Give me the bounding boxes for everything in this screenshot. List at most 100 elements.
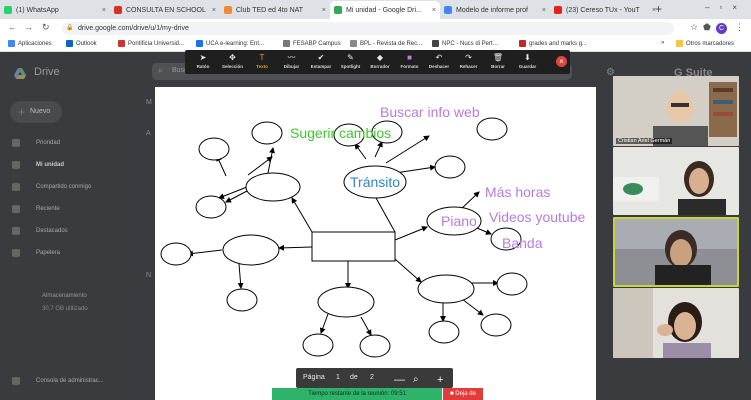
profile-avatar[interactable]: C: [716, 23, 727, 34]
browser-tab-strip: (1) WhatsApp×CONSULTA EN SCHOOL×Club TED…: [0, 0, 751, 19]
star-icon[interactable]: ☆: [690, 22, 699, 32]
tool-trash[interactable]: 🗑Borrar: [484, 52, 512, 72]
bookmarks-overflow[interactable]: »: [661, 40, 665, 46]
drive-nav-item[interactable]: Mi unidad: [12, 161, 64, 169]
tool-spotlight[interactable]: ✎Spotlight: [337, 52, 365, 72]
mind-map-nodes: [160, 117, 528, 358]
bookmark-icon: [350, 40, 357, 47]
browser-tab[interactable]: (23) Cereso TUx - YouT×: [550, 1, 660, 19]
label-sugerir-cambios[interactable]: Sugerir cambios: [290, 125, 391, 141]
node-leaf: [371, 120, 403, 144]
nav-icon: [12, 227, 20, 235]
tool-eraser[interactable]: ◆Borrador: [366, 52, 394, 72]
tab-close-icon[interactable]: ×: [431, 6, 436, 14]
video-tile-2[interactable]: [613, 147, 739, 215]
node-leaf: [251, 121, 283, 145]
storage-used: 30,7 GB utilizado: [42, 306, 88, 312]
tool-undo[interactable]: ↶Deshacer: [425, 52, 453, 72]
tab-favicon-icon: [4, 6, 12, 14]
browser-tab[interactable]: Club TED ed 4to NAT×: [220, 1, 330, 19]
admin-console-link[interactable]: Consola de administrac...: [12, 377, 104, 385]
drive-column-peek-2: N: [146, 272, 152, 279]
new-button[interactable]: + Nuevo: [10, 101, 62, 123]
node-leaf: [428, 320, 460, 344]
leave-button[interactable]: ■ Deja de: [443, 388, 483, 400]
label-videos-youtube[interactable]: Videos youtube: [489, 209, 585, 225]
other-bookmarks[interactable]: Otros marcadores: [676, 40, 734, 47]
browser-tab[interactable]: CONSULTA EN SCHOOL×: [110, 1, 220, 19]
drive-nav-item[interactable]: Destacados: [12, 227, 68, 235]
tool-move[interactable]: ✥Selección: [219, 52, 247, 72]
node-piano: [426, 206, 482, 236]
move-icon: ✥: [229, 53, 236, 62]
video-tile-4[interactable]: [613, 288, 739, 358]
zoom-in-button[interactable]: +: [437, 374, 444, 386]
reload-icon[interactable]: ↻: [42, 22, 50, 32]
node-leaf: [160, 242, 192, 266]
tab-close-icon[interactable]: ×: [541, 6, 546, 14]
drive-nav-item[interactable]: Prioridad: [12, 139, 60, 147]
bookmark-item[interactable]: NPC - Nucs di Pert...: [432, 40, 498, 47]
zoom-out-button[interactable]: —: [394, 374, 405, 386]
bookmark-item[interactable]: Outlook: [66, 40, 97, 47]
meeting-time-remaining: Tiempo restante de la reunión: 09:51: [272, 388, 442, 400]
drive-nav-item[interactable]: Compartido conmigo: [12, 183, 91, 191]
menu-icon[interactable]: ⋮: [735, 22, 744, 32]
drive-nav-item[interactable]: Papelera: [12, 249, 60, 257]
video-tile-3-speaking[interactable]: [613, 217, 739, 287]
node-leaf: [476, 117, 508, 141]
tool-redo[interactable]: ↷Rehacer: [455, 52, 483, 72]
drive-nav-item[interactable]: Reciente: [12, 205, 60, 213]
video-tile-host[interactable]: Cristian Ariel Germán: [613, 76, 739, 146]
tab-close-icon[interactable]: ×: [211, 6, 216, 14]
browser-tab[interactable]: Mi unidad - Google Dri...×: [330, 1, 440, 19]
stamp-icon: ✔: [317, 53, 325, 62]
label-piano[interactable]: Piano: [441, 213, 477, 229]
bookmark-item[interactable]: UCA e-learning: Ent...: [196, 40, 264, 47]
label-mas-horas[interactable]: Más horas: [485, 184, 550, 200]
format-icon: ■: [407, 53, 412, 62]
tab-favicon-icon: [334, 6, 342, 14]
label-transito[interactable]: Tránsito: [350, 174, 400, 190]
storage-label: Almacenamiento: [42, 293, 87, 299]
label-banda[interactable]: Banda: [502, 235, 543, 251]
tool-draw[interactable]: 〰Dibujar: [278, 52, 306, 72]
back-icon[interactable]: ←: [8, 22, 17, 32]
nav-icon: [12, 139, 20, 147]
extensions-icon[interactable]: ⬟: [703, 22, 711, 32]
tool-format[interactable]: ■Formato: [396, 52, 424, 72]
tool-save[interactable]: ⬇Guardar: [514, 52, 542, 72]
close-toolbar-icon[interactable]: ×: [556, 56, 567, 67]
settings-gear-icon[interactable]: ⚙: [606, 67, 615, 78]
browser-tab[interactable]: Modelo de informe prof×: [440, 1, 550, 19]
participant-video: [613, 147, 739, 215]
forward-icon[interactable]: →: [24, 22, 33, 32]
node-bottom-right: [417, 274, 475, 304]
bookmark-item[interactable]: Pontificia Universid...: [118, 40, 184, 47]
pointer-icon: ➤: [199, 53, 207, 62]
browser-tab[interactable]: (1) WhatsApp×: [0, 1, 110, 19]
tool-pointer[interactable]: ➤Ratón: [189, 52, 217, 72]
trash-icon: 🗑: [492, 53, 504, 62]
bookmark-item[interactable]: Aplicaciones: [8, 40, 52, 47]
bookmark-item[interactable]: FESABP Campus: [283, 40, 341, 47]
node-leaf: [490, 227, 522, 251]
bookmark-item[interactable]: BPL - Revista de Rec...: [350, 40, 422, 47]
tab-close-icon[interactable]: ×: [101, 6, 106, 14]
new-tab-button[interactable]: +: [654, 2, 662, 16]
tab-close-icon[interactable]: ×: [321, 6, 326, 14]
magnifier-icon[interactable]: ⌕: [413, 374, 419, 385]
whiteboard-canvas[interactable]: Sugerir cambios Buscar info web Tránsito…: [155, 87, 596, 400]
address-bar[interactable]: drive.google.com/drive/u/1/my-drive: [62, 22, 674, 35]
page-current[interactable]: 1: [336, 374, 340, 381]
stop-icon: ■: [450, 391, 454, 397]
label-buscar-info-web[interactable]: Buscar info web: [380, 104, 480, 120]
bookmark-item[interactable]: grades and marks g...: [519, 40, 587, 47]
window-controls[interactable]: –▫×: [705, 3, 747, 12]
page-control: Página 1 de 2 — ⌕ +: [296, 368, 453, 388]
mind-map-diagram: Sugerir cambios Buscar info web Tránsito…: [160, 104, 585, 358]
tool-stamp[interactable]: ✔Estampar: [307, 52, 335, 72]
tab-close-icon[interactable]: ×: [651, 6, 656, 14]
